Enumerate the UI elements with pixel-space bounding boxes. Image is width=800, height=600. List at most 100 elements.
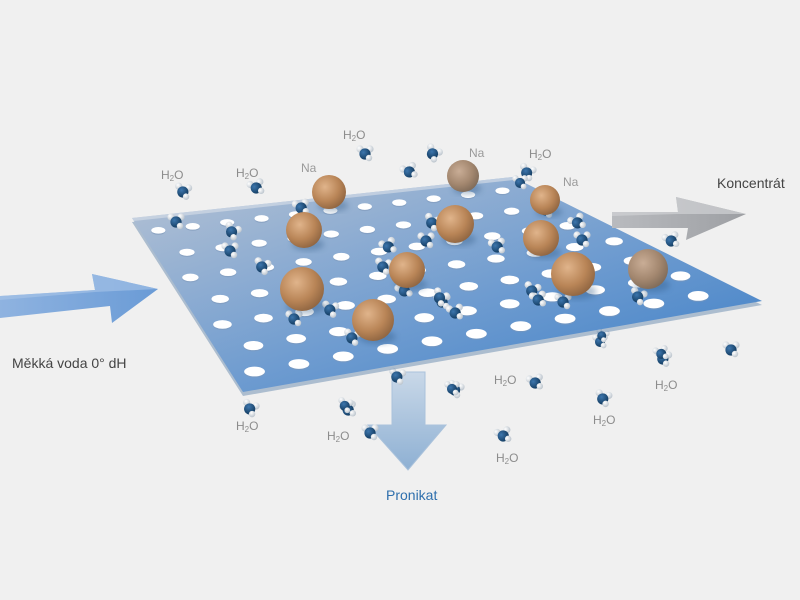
water-molecule <box>361 424 379 441</box>
water-molecule <box>573 231 591 248</box>
sodium-ion <box>352 299 394 341</box>
membrane-pore <box>465 328 487 339</box>
water-molecule <box>493 426 512 442</box>
membrane-pore <box>185 223 200 230</box>
water-molecule <box>378 236 397 253</box>
membrane-pore <box>377 343 399 354</box>
water-molecule <box>722 341 740 358</box>
water-molecule <box>322 300 340 318</box>
membrane-pore <box>179 248 195 256</box>
water-molecule <box>595 389 613 408</box>
membrane-pore <box>392 199 407 206</box>
water-molecule <box>631 286 648 306</box>
sodium-label: Na <box>301 161 317 175</box>
sodium-ion <box>389 252 425 288</box>
water-molecule <box>487 237 506 254</box>
membrane-pore <box>599 306 620 316</box>
sodium-label: Na <box>563 175 579 189</box>
water-molecule <box>417 232 435 249</box>
water-molecule <box>445 303 464 320</box>
membrane-pore <box>286 334 307 344</box>
membrane-pore <box>500 275 520 285</box>
sodium-ion <box>280 267 324 311</box>
water-formula-label: H2O <box>529 147 552 162</box>
water-molecule <box>525 373 544 390</box>
sodium-ion <box>530 185 560 215</box>
membrane-pore <box>151 227 166 234</box>
membrane-pore <box>254 313 273 323</box>
membrane-pore <box>323 230 339 238</box>
water-molecule <box>338 397 354 414</box>
water-molecule <box>285 310 303 327</box>
membrane-pore <box>288 359 310 369</box>
membrane-pore <box>370 247 388 256</box>
membrane-pore <box>426 195 441 202</box>
water-formula-label: H2O <box>327 429 350 444</box>
sodium-ion <box>286 212 322 248</box>
membrane-pore <box>182 273 199 282</box>
membrane-pore <box>484 232 501 240</box>
membrane-pore <box>369 271 387 280</box>
membrane-pore <box>499 299 520 309</box>
water-molecule <box>528 290 547 307</box>
water-molecule <box>356 145 374 162</box>
water-molecule <box>652 345 669 360</box>
membrane-pore <box>250 289 269 298</box>
concentrate-arrow <box>612 197 746 240</box>
sodium-ion <box>551 252 595 296</box>
membrane-pore <box>605 237 623 246</box>
water-molecule <box>246 178 265 194</box>
water-formula-label: H2O <box>655 378 678 393</box>
membrane-pore <box>495 187 510 195</box>
membrane-pore <box>295 258 312 266</box>
water-molecule <box>661 231 680 247</box>
water-molecule <box>567 212 586 229</box>
water-molecule <box>444 381 460 396</box>
membrane-pore <box>687 291 709 301</box>
sodium-label: Na <box>469 146 485 160</box>
membrane-pore <box>213 320 232 329</box>
sodium-ion <box>436 205 474 243</box>
water-molecule <box>221 242 239 259</box>
membrane-pore <box>510 321 532 332</box>
water-molecule <box>254 257 272 276</box>
water-molecule <box>175 182 193 200</box>
membrane-pore <box>408 242 425 251</box>
membrane-pore <box>219 268 237 277</box>
water-molecule <box>596 327 610 343</box>
water-molecule <box>426 143 443 163</box>
membrane-pore <box>504 207 520 215</box>
water-formula-label: H2O <box>236 166 259 181</box>
membrane-pore <box>359 225 376 234</box>
membrane-pore <box>447 260 466 269</box>
water-molecule <box>389 367 407 385</box>
membrane-pore <box>414 313 435 323</box>
membrane-pore <box>244 366 265 377</box>
water-formula-label: H2O <box>161 168 184 183</box>
water-formula-label: H2O <box>496 451 519 466</box>
membrane-pore <box>332 351 354 362</box>
water-molecule <box>399 161 418 178</box>
water-formula-label: H2O <box>593 413 616 428</box>
water-molecule <box>291 198 310 215</box>
membrane-pore <box>329 277 348 286</box>
water-molecules-above <box>167 143 680 346</box>
water-formula-label: H2O <box>343 128 366 143</box>
membrane-pore <box>243 340 264 351</box>
membrane-pore <box>333 252 350 261</box>
water-molecule <box>243 398 260 418</box>
water-molecule <box>433 287 450 307</box>
permeate-label: Pronikat <box>386 487 438 503</box>
membrane-pore <box>254 215 269 222</box>
membrane-pore <box>670 271 691 281</box>
membrane-pore <box>421 336 443 347</box>
membrane-pore <box>336 301 355 310</box>
membrane-pore <box>459 281 479 291</box>
sodium-ion <box>312 175 346 209</box>
permeate-arrow <box>366 371 448 471</box>
water-formula-label: H2O <box>236 419 259 434</box>
sodium-ion <box>628 249 668 289</box>
membrane-pore <box>418 288 438 298</box>
